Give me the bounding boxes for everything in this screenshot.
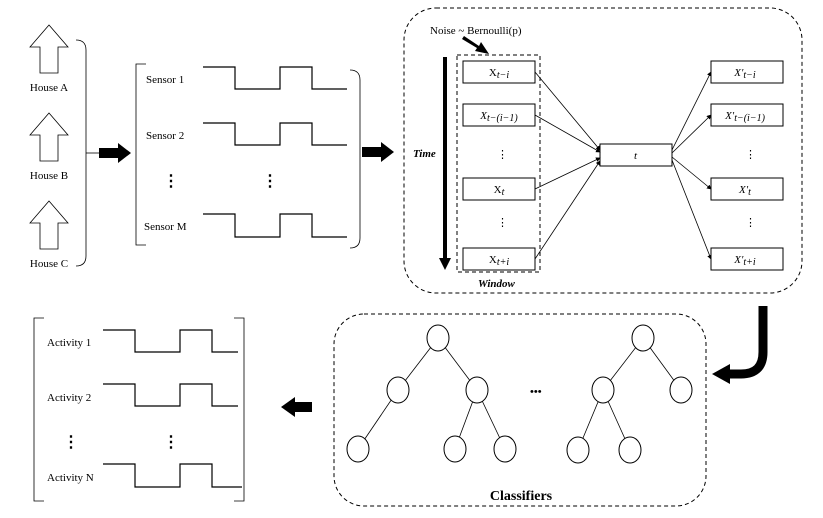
tree-node [566,436,590,464]
house-c-label: House C [30,258,68,270]
sensor-group: Sensor 1 Sensor 2 ⋮ ⋮ Sensor M [135,63,361,249]
tree-node [465,376,489,404]
signal-ellipsis: ⋮ [262,173,278,190]
output-item: X′t−i [710,60,784,84]
block-arrow-left-icon [281,397,312,417]
house-b: House B [29,112,69,182]
block-arrow-right-icon [99,143,131,163]
activity-bracket-left [33,317,44,502]
sensor-label: Sensor 2 [146,130,184,142]
center-node [599,143,673,167]
activity-bracket-right [234,317,245,502]
window-label: Window [478,278,516,290]
tree-node [493,435,517,463]
sensor-signal [203,213,347,238]
svg-text:Xt−(i−1): Xt−(i−1) [479,110,518,124]
tree-left [346,324,517,463]
signal-ellipsis: ⋮ [163,434,179,451]
window-item: Xt [462,177,536,201]
time-axis: Time [413,57,451,270]
tree-node [426,324,450,352]
noise-arrow-icon [462,36,489,54]
window-item: Xt+i [462,247,536,271]
activity-label: Activity 2 [47,392,91,404]
window-item: Xt−(i−1) [462,103,536,127]
window-ellipsis: ⋮ [497,149,508,161]
classifiers-ellipsis: ••• [530,386,542,398]
output-item: X′t−(i−1) [710,103,784,127]
activity-label: Activity N [47,472,94,484]
window-panel [403,7,803,294]
sensor-ellipsis: ⋮ [163,173,179,190]
output-item: X′t [710,177,784,201]
tree-node [631,324,655,352]
house-icon [29,112,69,162]
output-ellipsis: ⋮ [745,217,756,229]
sensor-signal [203,66,347,90]
activity-signal [103,329,238,353]
window-ellipsis: ⋮ [497,217,508,229]
curved-arrow-icon [728,306,768,379]
sensor-label: Sensor M [144,221,187,233]
svg-text:Xt+i: Xt+i [489,254,509,268]
tree-node [669,376,693,404]
window-frame [456,54,541,273]
activity-group: Activity 1 Activity 2 ⋮ ⋮ Activity N [33,317,245,502]
classifiers-label: Classifiers [490,489,553,504]
house-b-label: House B [30,170,68,182]
sensor-bracket-left [135,63,146,246]
window-to-center-arrows [534,71,601,260]
house-icon [29,24,69,74]
house-a-label: House A [30,82,68,94]
svg-text:X′t+i: X′t+i [733,254,756,268]
houses-brace [75,39,87,267]
sensor-label: Sensor 1 [146,74,184,86]
window-item: Xt−i [462,60,536,84]
svg-text:X′t: X′t [738,184,751,198]
house-a: House A [29,24,69,94]
tree-node [443,435,467,463]
center-to-output-arrows [671,71,712,260]
block-arrow-right-icon [362,142,394,162]
tree-node [618,436,642,464]
time-label: Time [413,148,436,160]
tree-right [566,324,693,464]
sensor-bracket-right [349,69,361,249]
activity-label: Activity 1 [47,337,91,349]
tree-node [591,376,615,404]
sensor-signal [203,122,347,146]
noise-label: Noise ~ Bernoulli(p) [430,25,522,37]
house-icon [29,200,69,250]
house-c: House C [29,200,69,270]
activity-ellipsis: ⋮ [63,434,79,451]
svg-text:Xt: Xt [494,184,505,198]
output-item: X′t+i [710,247,784,271]
activity-signal [103,463,242,488]
classifiers-panel [333,313,707,507]
tree-node [386,376,410,404]
svg-text:X′t−(i−1): X′t−(i−1) [724,110,766,124]
center-label: t [634,150,638,162]
tree-node [346,435,370,463]
svg-text:X′t−i: X′t−i [733,67,756,81]
output-ellipsis: ⋮ [745,149,756,161]
svg-text:Xt−i: Xt−i [489,67,509,81]
activity-signal [103,383,238,407]
